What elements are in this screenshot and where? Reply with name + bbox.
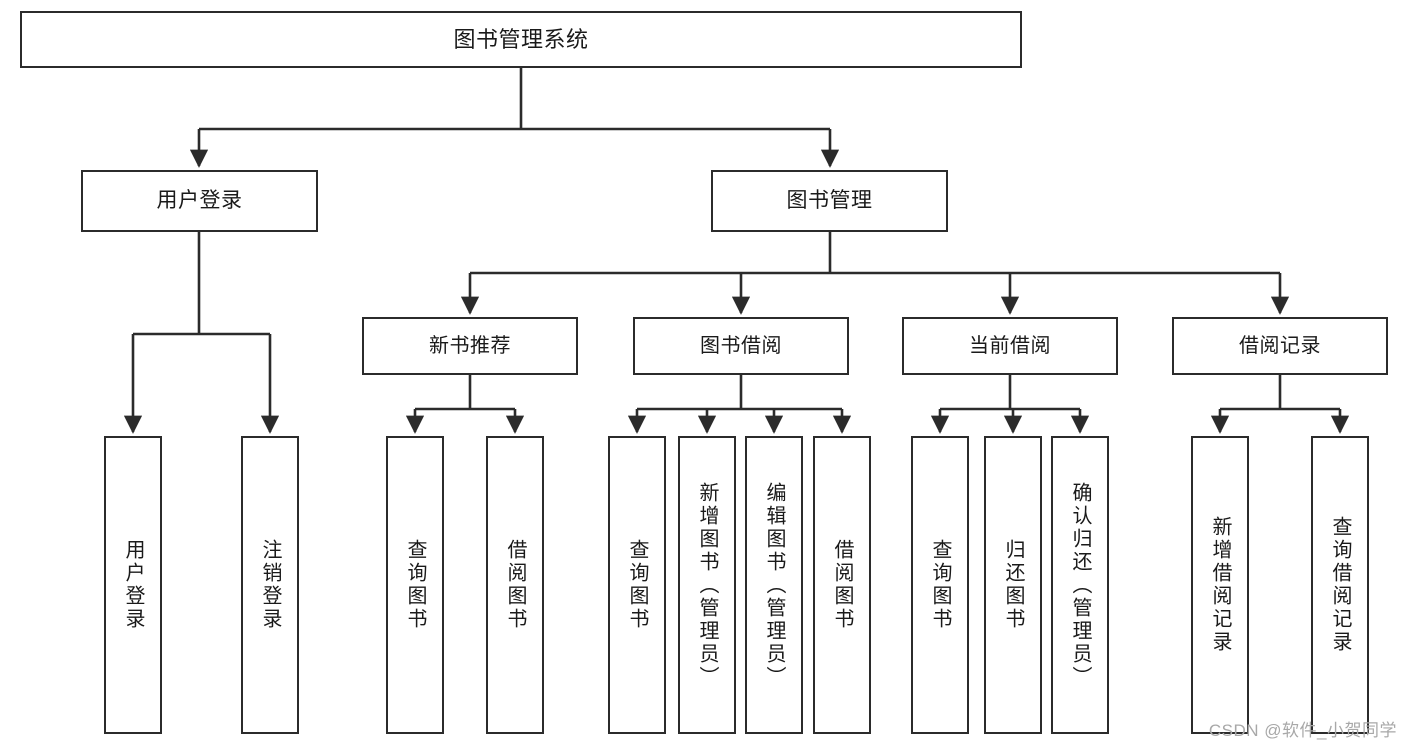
leaf-query-books-borrow[interactable]: 查询图书 bbox=[608, 436, 666, 734]
leaf-borrow-books-recommend-label: 借阅图书 bbox=[504, 539, 526, 631]
leaf-add-borrow-record[interactable]: 新增借阅记录 bbox=[1191, 436, 1249, 734]
leaf-logout-label: 注销登录 bbox=[259, 539, 281, 631]
node-book-management[interactable]: 图书管理 bbox=[711, 170, 948, 232]
leaf-query-borrow-record[interactable]: 查询借阅记录 bbox=[1311, 436, 1369, 734]
leaf-query-books-current-label: 查询图书 bbox=[929, 539, 951, 631]
node-root[interactable]: 图书管理系统 bbox=[20, 11, 1022, 68]
node-user-login[interactable]: 用户登录 bbox=[81, 170, 318, 232]
leaf-confirm-return-admin-label: 确认归还（管理员） bbox=[1069, 481, 1091, 689]
node-current-borrow[interactable]: 当前借阅 bbox=[902, 317, 1118, 375]
leaf-query-borrow-record-label: 查询借阅记录 bbox=[1329, 516, 1351, 654]
leaf-borrow-books-recommend[interactable]: 借阅图书 bbox=[486, 436, 544, 734]
leaf-add-book-admin-label: 新增图书（管理员） bbox=[696, 481, 718, 689]
leaf-user-login[interactable]: 用户登录 bbox=[104, 436, 162, 734]
leaf-query-books-recommend-label: 查询图书 bbox=[404, 539, 426, 631]
node-book-borrow[interactable]: 图书借阅 bbox=[633, 317, 849, 375]
leaf-query-books-current[interactable]: 查询图书 bbox=[911, 436, 969, 734]
leaf-return-books-label: 归还图书 bbox=[1002, 539, 1024, 631]
leaf-query-books-recommend[interactable]: 查询图书 bbox=[386, 436, 444, 734]
node-borrow-records-label: 借阅记录 bbox=[1239, 334, 1321, 357]
leaf-logout[interactable]: 注销登录 bbox=[241, 436, 299, 734]
leaf-edit-book-admin-label: 编辑图书（管理员） bbox=[763, 481, 785, 689]
leaf-borrow-books-label: 借阅图书 bbox=[831, 539, 853, 631]
node-book-management-label: 图书管理 bbox=[786, 188, 873, 212]
leaf-confirm-return-admin[interactable]: 确认归还（管理员） bbox=[1051, 436, 1109, 734]
node-borrow-records[interactable]: 借阅记录 bbox=[1172, 317, 1388, 375]
leaf-user-login-label: 用户登录 bbox=[122, 539, 144, 631]
node-user-login-label: 用户登录 bbox=[156, 188, 243, 212]
leaf-return-books[interactable]: 归还图书 bbox=[984, 436, 1042, 734]
node-root-label: 图书管理系统 bbox=[453, 26, 589, 52]
node-current-borrow-label: 当前借阅 bbox=[969, 334, 1051, 357]
node-new-book-recommendation-label: 新书推荐 bbox=[429, 334, 511, 357]
leaf-query-books-borrow-label: 查询图书 bbox=[626, 539, 648, 631]
leaf-add-borrow-record-label: 新增借阅记录 bbox=[1209, 516, 1231, 654]
leaf-edit-book-admin[interactable]: 编辑图书（管理员） bbox=[745, 436, 803, 734]
leaf-add-book-admin[interactable]: 新增图书（管理员） bbox=[678, 436, 736, 734]
node-book-borrow-label: 图书借阅 bbox=[700, 334, 782, 357]
node-new-book-recommendation[interactable]: 新书推荐 bbox=[362, 317, 578, 375]
leaf-borrow-books[interactable]: 借阅图书 bbox=[813, 436, 871, 734]
